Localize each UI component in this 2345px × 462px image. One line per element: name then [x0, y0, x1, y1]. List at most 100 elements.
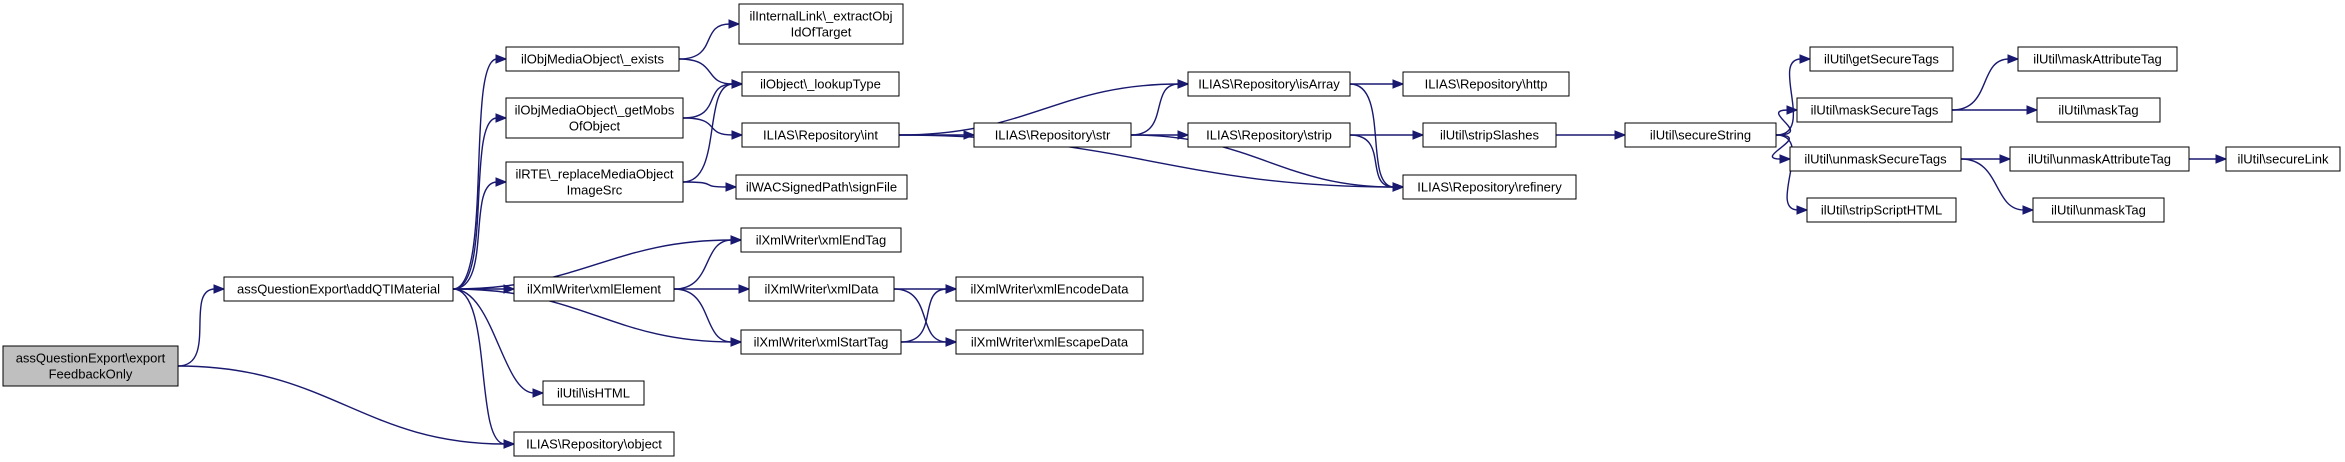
node-box	[505, 161, 684, 203]
arrowhead-icon	[2022, 205, 2035, 215]
edge-addqti-to-getmobs	[452, 113, 508, 290]
edge-line	[452, 58, 498, 290]
node-label: ilUtil\secureLink	[2237, 152, 2329, 167]
node-box	[542, 380, 645, 406]
node-label: ImageSrc	[567, 183, 623, 198]
edge-addqti-to-ishtml	[452, 288, 545, 398]
node-xmlelement[interactable]: ilXmlWriter\xmlElement	[513, 276, 675, 302]
arrowhead-icon	[945, 284, 958, 294]
edge-securestring-to-getsecuretags	[1775, 54, 1812, 136]
edge-stripslashes-to-securestring	[1556, 130, 1627, 140]
edge-str-to-isarray	[1130, 79, 1190, 136]
edge-rte-to-signfile	[682, 181, 738, 192]
node-endtag[interactable]: ilXmlWriter\xmlEndTag	[740, 227, 902, 253]
edge-line	[682, 117, 734, 136]
node-box	[2017, 46, 2178, 72]
arrowhead-icon	[495, 54, 508, 64]
edge-line	[898, 83, 1180, 136]
arrowhead-icon	[2007, 54, 2020, 64]
arrowhead-icon	[1799, 54, 1812, 64]
edge-line	[177, 288, 216, 367]
edge-line	[893, 288, 948, 343]
node-stripscripthtml[interactable]: ilUtil\stripScriptHTML	[1806, 197, 1957, 223]
edge-line	[452, 239, 733, 290]
edge-line	[1960, 158, 2025, 211]
node-box	[973, 122, 1132, 148]
node-box	[741, 122, 900, 148]
node-masksecuretags[interactable]: ilUtil\maskSecureTags	[1796, 97, 1953, 123]
node-label: ilXmlWriter\xmlStartTag	[754, 335, 889, 350]
edge-line	[673, 239, 733, 290]
edge-getmobs-to-int	[682, 117, 744, 140]
node-isarray[interactable]: ILIAS\Repository\isArray	[1187, 71, 1351, 97]
node-label: ilXmlWriter\xmlEscapeData	[971, 335, 1129, 350]
node-securestring[interactable]: ilUtil\secureString	[1624, 122, 1777, 148]
node-addqti[interactable]: assQuestionExport\addQTIMaterial	[223, 276, 454, 302]
edge-line	[177, 365, 506, 445]
node-object[interactable]: ILIAS\Repository\object	[513, 431, 675, 457]
node-box	[955, 276, 1144, 302]
edge-line	[678, 58, 734, 85]
node-starttag[interactable]: ilXmlWriter\xmlStartTag	[740, 329, 902, 355]
edge-isarray-to-refinery	[1349, 83, 1405, 192]
edge-masksecuretags-to-maskattributetag	[1951, 54, 2020, 111]
node-signfile[interactable]: ilWACSignedPath\signFile	[735, 174, 908, 200]
node-ishtml[interactable]: ilUtil\isHTML	[542, 380, 645, 406]
edge-exists-to-internallink	[678, 19, 741, 60]
node-str[interactable]: ILIAS\Repository\str	[973, 122, 1132, 148]
node-strip[interactable]: ILIAS\Repository\strip	[1187, 122, 1351, 148]
arrowhead-icon	[725, 182, 738, 192]
node-refinery[interactable]: ILIAS\Repository\refinery	[1402, 174, 1577, 200]
node-label: ilWACSignedPath\signFile	[746, 180, 897, 195]
arrowhead-icon	[1392, 79, 1405, 89]
node-label: ilUtil\maskTag	[2058, 103, 2138, 118]
edge-line	[1951, 58, 2010, 111]
node-label: ilUtil\stripScriptHTML	[1821, 203, 1942, 218]
node-box	[2036, 97, 2161, 123]
node-box	[740, 329, 902, 355]
node-box	[738, 3, 904, 45]
node-box	[505, 46, 680, 72]
edge-securestring-to-unmasksecuretags	[1771, 134, 1792, 164]
node-label: ilUtil\secureString	[1650, 128, 1751, 143]
edge-line	[1349, 134, 1395, 188]
edge-line	[1775, 58, 1802, 136]
arrowhead-icon	[1786, 105, 1799, 115]
arrowhead-icon	[2215, 154, 2228, 164]
node-http[interactable]: ILIAS\Repository\http	[1402, 71, 1570, 97]
node-getsecuretags[interactable]: ilUtil\getSecureTags	[1809, 46, 1954, 72]
edge-line	[900, 288, 948, 343]
node-label: ILIAS\Repository\strip	[1206, 128, 1332, 143]
node-stripslashes[interactable]: ilUtil\stripSlashes	[1422, 122, 1557, 148]
node-label: ilObjMediaObject\_exists	[521, 52, 665, 67]
edge-securestring-to-stripscripthtml	[1775, 134, 1809, 215]
node-unmaskattributetag[interactable]: ilUtil\unmaskAttributeTag	[2009, 146, 2190, 172]
node-label: assQuestionExport\addQTIMaterial	[237, 282, 440, 297]
arrowhead-icon	[1779, 154, 1792, 164]
node-lookuptype[interactable]: ilObject\_lookupType	[741, 71, 900, 97]
arrowhead-icon	[1412, 130, 1425, 140]
node-int[interactable]: ILIAS\Repository\int	[741, 122, 900, 148]
node-escapedata[interactable]: ilXmlWriter\xmlEscapeData	[955, 329, 1144, 355]
node-encodedata[interactable]: ilXmlWriter\xmlEncodeData	[955, 276, 1144, 302]
node-maskattributetag[interactable]: ilUtil\maskAttributeTag	[2017, 46, 2178, 72]
edge-rte-to-lookuptype	[682, 79, 744, 183]
node-label: ILIAS\Repository\int	[763, 128, 878, 143]
node-box	[740, 227, 902, 253]
node-xmldata[interactable]: ilXmlWriter\xmlData	[748, 276, 895, 302]
node-unmasktag[interactable]: ilUtil\unmaskTag	[2032, 197, 2165, 223]
node-exists[interactable]: ilObjMediaObject\_exists	[505, 46, 680, 72]
arrowhead-icon	[731, 79, 744, 89]
arrowhead-icon	[730, 337, 743, 347]
node-masktag[interactable]: ilUtil\maskTag	[2036, 97, 2161, 123]
edge-line	[452, 288, 733, 343]
edge-strip-to-stripslashes	[1350, 130, 1425, 140]
node-unmasksecuretags[interactable]: ilUtil\unmaskSecureTags	[1789, 146, 1962, 172]
node-box	[1809, 46, 1954, 72]
node-securelink[interactable]: ilUtil\secureLink	[2225, 146, 2341, 172]
arrowhead-icon	[945, 337, 958, 347]
